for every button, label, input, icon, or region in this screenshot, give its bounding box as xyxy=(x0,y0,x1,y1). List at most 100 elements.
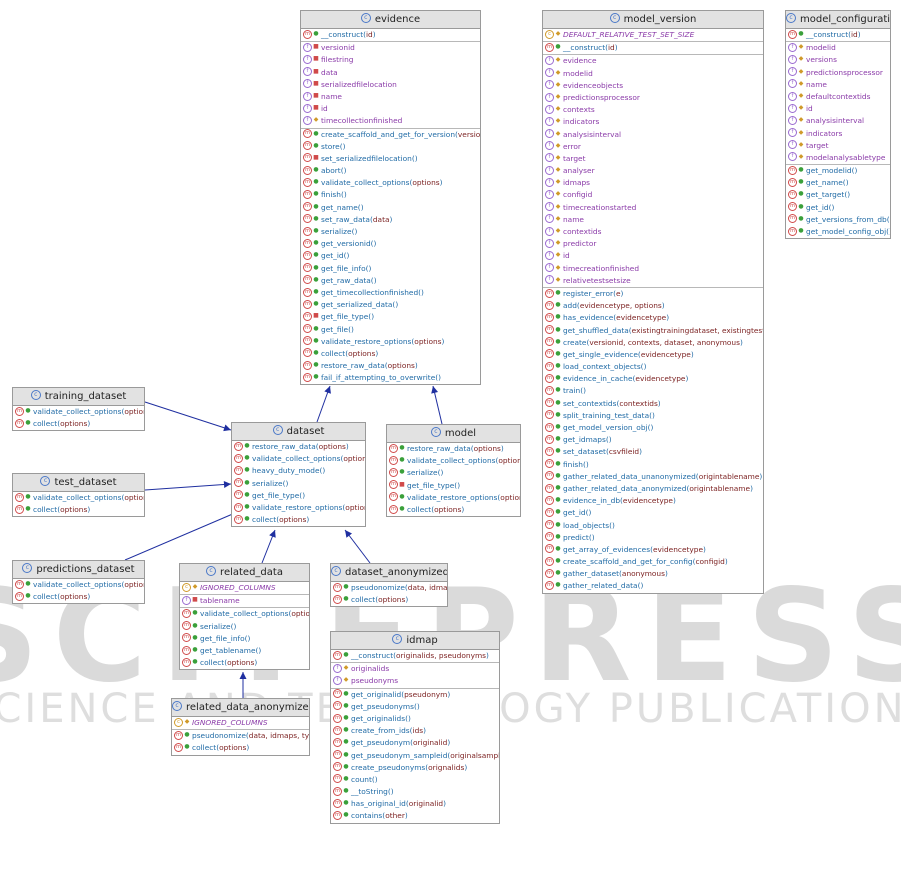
method-row[interactable]: m●__construct(originalids, pseudonyms) xyxy=(331,650,499,662)
method-row[interactable]: m●get_file_info() xyxy=(301,263,480,275)
field-row[interactable]: f◆evidence xyxy=(543,55,763,67)
method-row[interactable]: m●validate_collect_options(options) xyxy=(387,455,520,467)
field-row[interactable]: f◆idmaps xyxy=(543,177,763,189)
method-row[interactable]: m●gather_related_data_unanonymized(origi… xyxy=(543,471,763,483)
field-row[interactable]: f■versionid xyxy=(301,42,480,54)
field-row[interactable]: f◆evidenceobjects xyxy=(543,80,763,92)
method-row[interactable]: m●count() xyxy=(331,774,499,786)
method-row[interactable]: m●validate_collect_options(options) xyxy=(13,579,144,591)
field-row[interactable]: f■tablename xyxy=(180,595,309,607)
field-row[interactable]: f■id xyxy=(301,103,480,115)
method-row[interactable]: m●get_originalid(pseudonym) xyxy=(331,689,499,701)
method-row[interactable]: m●gather_related_data() xyxy=(543,580,763,592)
method-row[interactable]: m●collect(options) xyxy=(387,504,520,516)
method-row[interactable]: m●evidence_in_db(evidencetype) xyxy=(543,495,763,507)
method-row[interactable]: m●validate_collect_options(options) xyxy=(13,406,144,418)
field-row[interactable]: f◆contextids xyxy=(543,226,763,238)
constant-row[interactable]: c◆DEFAULT_RELATIVE_TEST_SET_SIZE xyxy=(543,29,763,41)
field-row[interactable]: f■data xyxy=(301,67,480,79)
method-row[interactable]: m●validate_collect_options(options) xyxy=(180,608,309,620)
method-row[interactable]: m●get_timecollectionfinished() xyxy=(301,287,480,299)
method-row[interactable]: m●serialize() xyxy=(232,478,365,490)
method-row[interactable]: m●serialize() xyxy=(180,621,309,633)
method-row[interactable]: m●get_array_of_evidences(evidencetype) xyxy=(543,544,763,556)
class-model-configuration[interactable]: cmodel_configurationm●__construct(id)f◆m… xyxy=(785,10,891,240)
method-row[interactable]: m●get_versionid() xyxy=(301,238,480,250)
method-row[interactable]: m●gather_related_data_anonymized(origint… xyxy=(543,483,763,495)
method-row[interactable]: m●gather_dataset(anonymous) xyxy=(543,568,763,580)
method-row[interactable]: m●collect(options) xyxy=(13,418,144,430)
field-row[interactable]: f◆modelid xyxy=(786,42,890,54)
field-row[interactable]: f◆name xyxy=(786,79,890,91)
field-row[interactable]: f◆defaultcontextids xyxy=(786,91,890,103)
method-row[interactable]: m●get_target() xyxy=(786,189,890,201)
method-row[interactable]: m●validate_restore_options(options) xyxy=(232,502,365,514)
field-row[interactable]: f◆modelanalysabletype xyxy=(786,152,890,164)
method-row[interactable]: m●collect(options) xyxy=(331,594,447,606)
method-row[interactable]: m●fail_if_attempting_to_overwrite() xyxy=(301,372,480,384)
method-row[interactable]: m●finish() xyxy=(301,189,480,201)
method-row[interactable]: m●create_scaffold_and_get_for_version(ve… xyxy=(301,129,480,141)
method-row[interactable]: m●has_original_id(originalid) xyxy=(331,798,499,810)
method-row[interactable]: m●finish() xyxy=(543,459,763,471)
method-row[interactable]: m●validate_restore_options(options) xyxy=(301,336,480,348)
field-row[interactable]: f◆analysisinterval xyxy=(543,129,763,141)
method-row[interactable]: m●get_file_type() xyxy=(232,490,365,502)
method-row[interactable]: m●get_pseudonym_sampleid(originalsamplei… xyxy=(331,750,499,762)
method-row[interactable]: m●has_evidence(evidencetype) xyxy=(543,312,763,324)
method-row[interactable]: m●add(evidencetype, options) xyxy=(543,300,763,312)
method-row[interactable]: m●validate_collect_options(options) xyxy=(232,453,365,465)
field-row[interactable]: f◆originalids xyxy=(331,663,499,675)
method-row[interactable]: m●get_serialized_data() xyxy=(301,299,480,311)
method-row[interactable]: m●create_scaffold_and_get_for_config(con… xyxy=(543,556,763,568)
method-row[interactable]: m●collect(options) xyxy=(232,514,365,526)
field-row[interactable]: f■name xyxy=(301,91,480,103)
method-row[interactable]: m●restore_raw_data(options) xyxy=(387,443,520,455)
method-row[interactable]: m●__construct(id) xyxy=(301,29,480,41)
method-row[interactable]: m●get_originalids() xyxy=(331,713,499,725)
method-row[interactable]: m●get_modelid() xyxy=(786,165,890,177)
method-row[interactable]: m●get_name() xyxy=(301,202,480,214)
method-row[interactable]: m●create_pseudonyms(orignalids) xyxy=(331,762,499,774)
method-row[interactable]: m●serialize() xyxy=(387,467,520,479)
method-row[interactable]: m●validate_restore_options(options) xyxy=(387,492,520,504)
field-row[interactable]: f■filestring xyxy=(301,54,480,66)
method-row[interactable]: m●get_name() xyxy=(786,177,890,189)
method-row[interactable]: m●get_raw_data() xyxy=(301,275,480,287)
field-row[interactable]: f◆configid xyxy=(543,189,763,201)
method-row[interactable]: m●collect(options) xyxy=(13,591,144,603)
method-row[interactable]: m●collect(options) xyxy=(172,742,309,754)
method-row[interactable]: m■set_serializedfilelocation() xyxy=(301,153,480,165)
field-row[interactable]: f◆timecreationfinished xyxy=(543,263,763,275)
method-row[interactable]: m●set_dataset(csvfileid) xyxy=(543,446,763,458)
method-row[interactable]: m●load_context_objects() xyxy=(543,361,763,373)
method-row[interactable]: m●heavy_duty_mode() xyxy=(232,465,365,477)
field-row[interactable]: f◆timecollectionfinished xyxy=(301,115,480,127)
constant-row[interactable]: c◆IGNORED_COLUMNS xyxy=(180,582,309,594)
field-row[interactable]: f◆predictor xyxy=(543,238,763,250)
method-row[interactable]: m●__toString() xyxy=(331,786,499,798)
field-row[interactable]: f◆target xyxy=(786,140,890,152)
method-row[interactable]: m●validate_collect_options(options) xyxy=(13,492,144,504)
method-row[interactable]: m●get_versions_from_db() xyxy=(786,214,890,226)
method-row[interactable]: m●get_single_evidence(evidencetype) xyxy=(543,349,763,361)
field-row[interactable]: f◆analyser xyxy=(543,165,763,177)
field-row[interactable]: f◆predictionsprocessor xyxy=(786,67,890,79)
method-row[interactable]: m●serialize() xyxy=(301,226,480,238)
field-row[interactable]: f◆id xyxy=(543,250,763,262)
method-row[interactable]: m●create_from_ids(ids) xyxy=(331,725,499,737)
constant-row[interactable]: c◆IGNORED_COLUMNS xyxy=(172,717,309,729)
method-row[interactable]: m●set_raw_data(data) xyxy=(301,214,480,226)
method-row[interactable]: m■get_file_type() xyxy=(387,480,520,492)
